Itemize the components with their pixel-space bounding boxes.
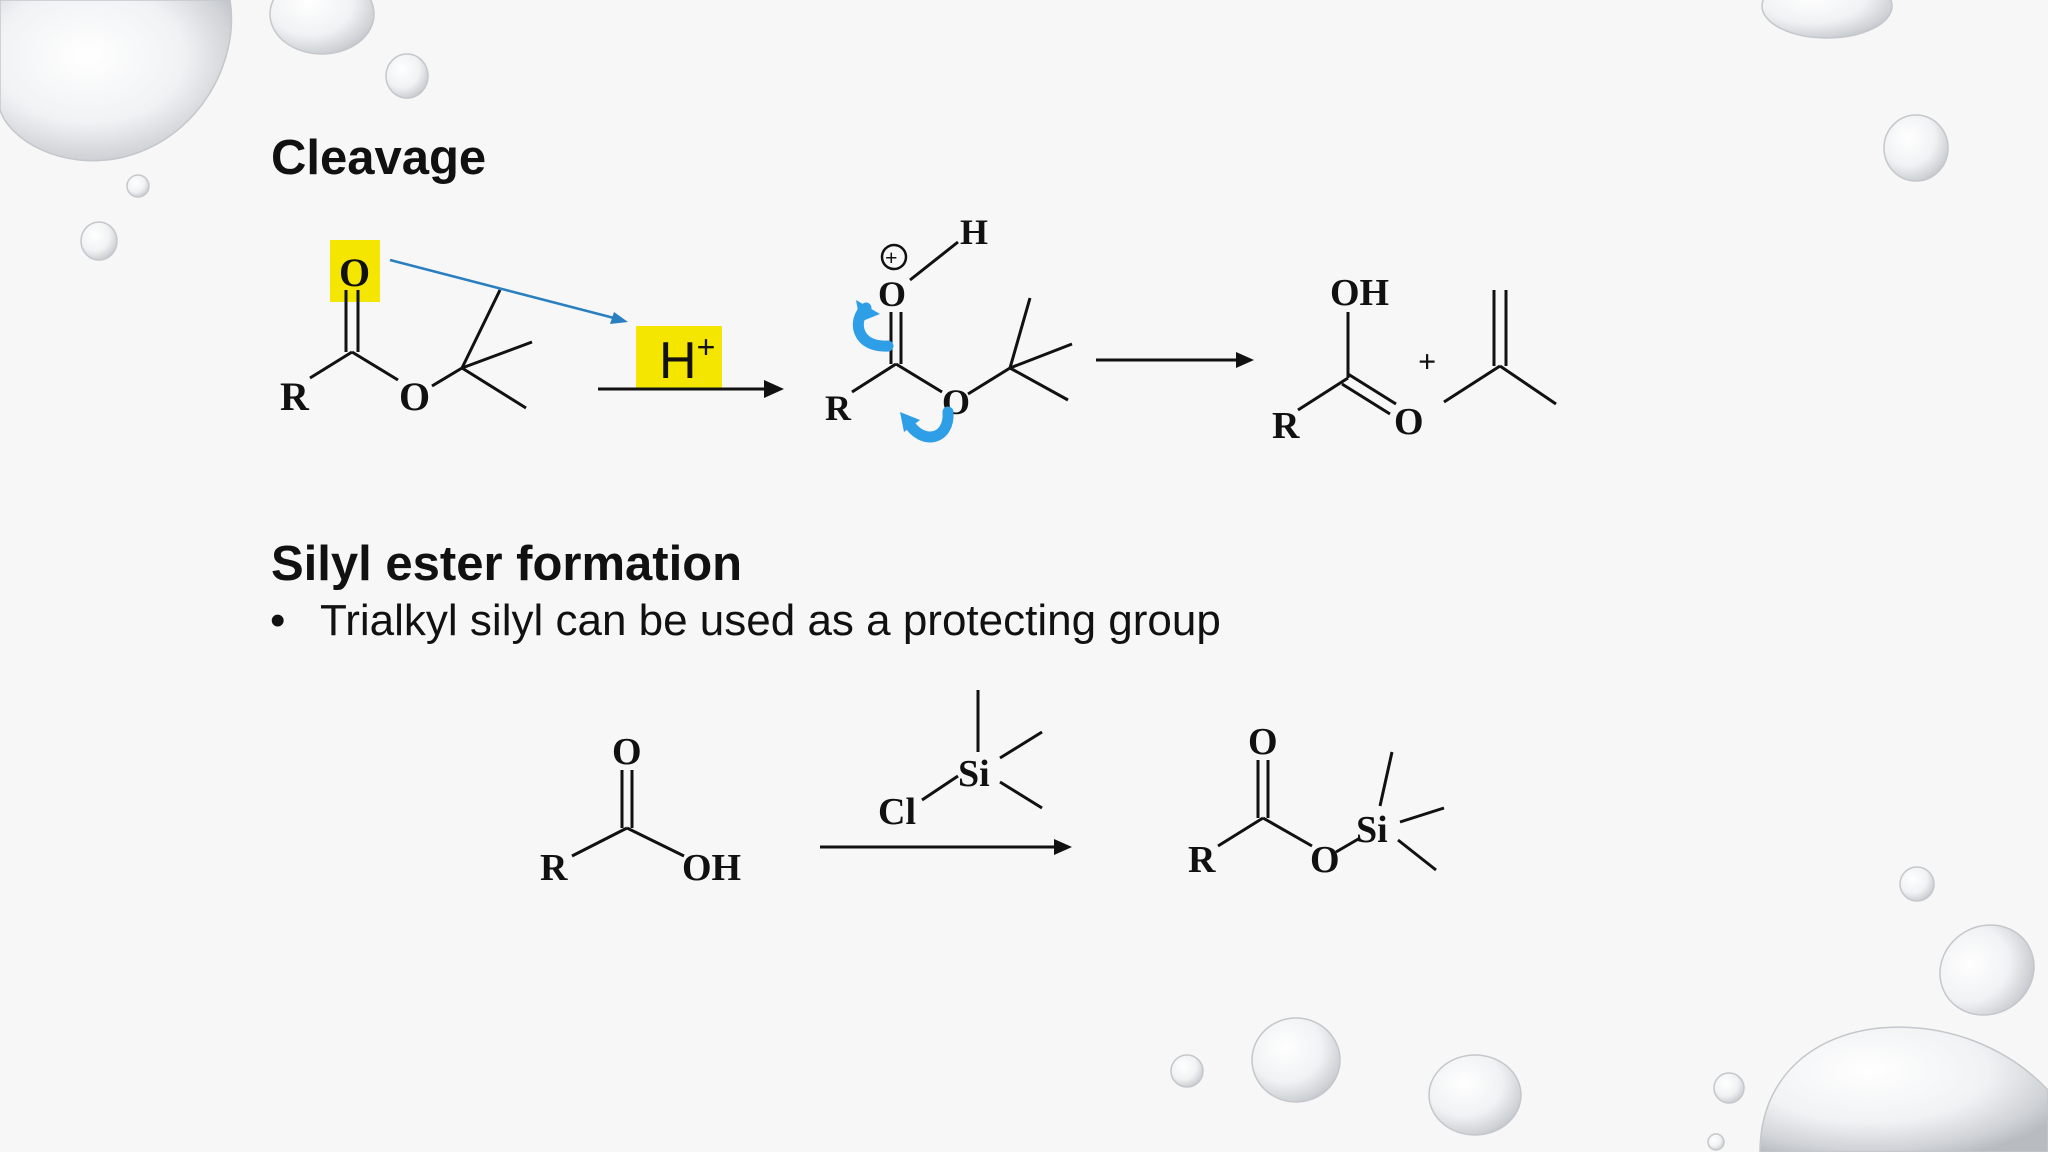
bullet-text: Trialkyl silyl can be used as a protecti… [320, 596, 1221, 645]
annotation-arrow [389, 258, 628, 324]
plus-sign: + [1418, 343, 1436, 379]
positive-charge-circle [880, 243, 908, 271]
tmscl-reagent: Si Cl [878, 690, 1043, 833]
bullet-item: • Trialkyl silyl can be used as a protec… [270, 596, 1221, 646]
carbonyl-oxygen-label: O [1394, 401, 1424, 443]
silicon-label: Si [958, 753, 990, 795]
reaction-arrow-2 [1096, 352, 1254, 368]
carboxylic-acid-product: OH R O [1272, 272, 1424, 447]
r-group-label: R [1188, 839, 1216, 881]
silyl-ester-title: Silyl ester formation [271, 537, 743, 591]
r-group-label: R [1272, 405, 1300, 447]
carbonyl-oxygen-label: O [612, 731, 642, 773]
hydrogen-label: H [960, 212, 988, 252]
chlorine-label: Cl [878, 791, 916, 833]
hydroxyl-label: OH [1330, 272, 1389, 314]
silicon-label: Si [1356, 809, 1388, 851]
acid-reagent: H+ [636, 326, 722, 390]
protonated-intermediate: + O H R O [825, 212, 1073, 443]
bullet-symbol: • [270, 596, 286, 645]
silyl-ester-product: O R O Si [1188, 721, 1445, 881]
carbonyl-oxygen-label: O [878, 274, 906, 314]
reaction-arrow-3 [820, 839, 1072, 855]
r-group-label: R [540, 847, 568, 889]
isobutylene-product [1443, 290, 1557, 406]
r-group-label: R [825, 388, 852, 428]
cleavage-title: Cleavage [271, 131, 487, 185]
carbonyl-oxygen-label: O [339, 250, 370, 295]
ester-oxygen-label: O [399, 374, 430, 419]
r-group-label: R [280, 374, 310, 419]
reaction-arrow-1 [598, 380, 784, 398]
h-plus-label: H+ [659, 329, 715, 390]
carbonyl-oxygen-label: O [1248, 721, 1278, 763]
carboxylic-acid-reactant: O R OH [540, 731, 741, 889]
tert-butyl-ester-reactant: O O R [280, 240, 533, 419]
oxygen-highlight [330, 240, 380, 302]
hydroxyl-label: OH [682, 847, 741, 889]
h-plus-highlight [636, 326, 722, 388]
ester-oxygen-label: O [1310, 839, 1340, 881]
positive-charge-sign: + [885, 245, 898, 270]
